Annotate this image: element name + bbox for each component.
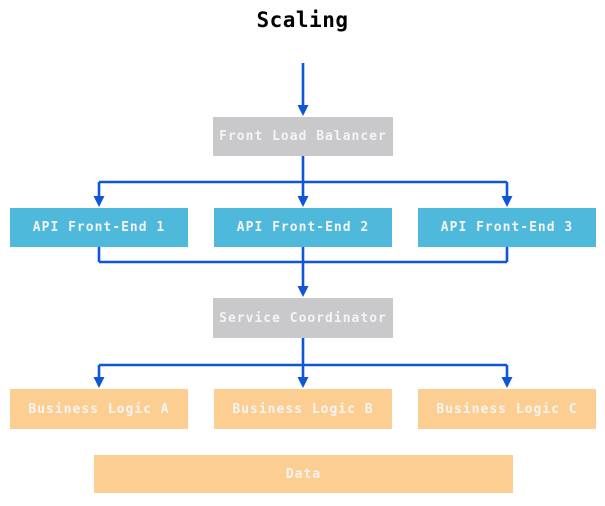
- diagram-title: Scaling: [256, 8, 349, 32]
- node-business-logic-a: Business Logic A: [10, 389, 188, 429]
- arrowhead-flb-to-api2: [297, 196, 309, 207]
- arrowhead-api-to-svc: [297, 286, 309, 297]
- node-service-coordinator: Service Coordinator: [213, 298, 393, 338]
- node-api-front-end-3: API Front-End 3: [418, 208, 596, 247]
- node-business-logic-b: Business Logic B: [214, 389, 392, 429]
- arrowhead-entry-to-flb: [297, 105, 309, 116]
- node-api-front-end-2: API Front-End 2: [214, 208, 392, 247]
- node-data: Data: [94, 455, 513, 493]
- arrowhead-flb-to-api3: [501, 196, 513, 207]
- node-front-load-balancer: Front Load Balancer: [213, 117, 393, 156]
- node-api-front-end-1: API Front-End 1: [10, 208, 188, 247]
- arrowhead-svc-to-bizc: [501, 377, 513, 388]
- arrowhead-flb-to-api1: [93, 196, 105, 207]
- arrowhead-svc-to-biza: [93, 377, 105, 388]
- node-business-logic-c: Business Logic C: [418, 389, 596, 429]
- arrowhead-svc-to-bizb: [297, 377, 309, 388]
